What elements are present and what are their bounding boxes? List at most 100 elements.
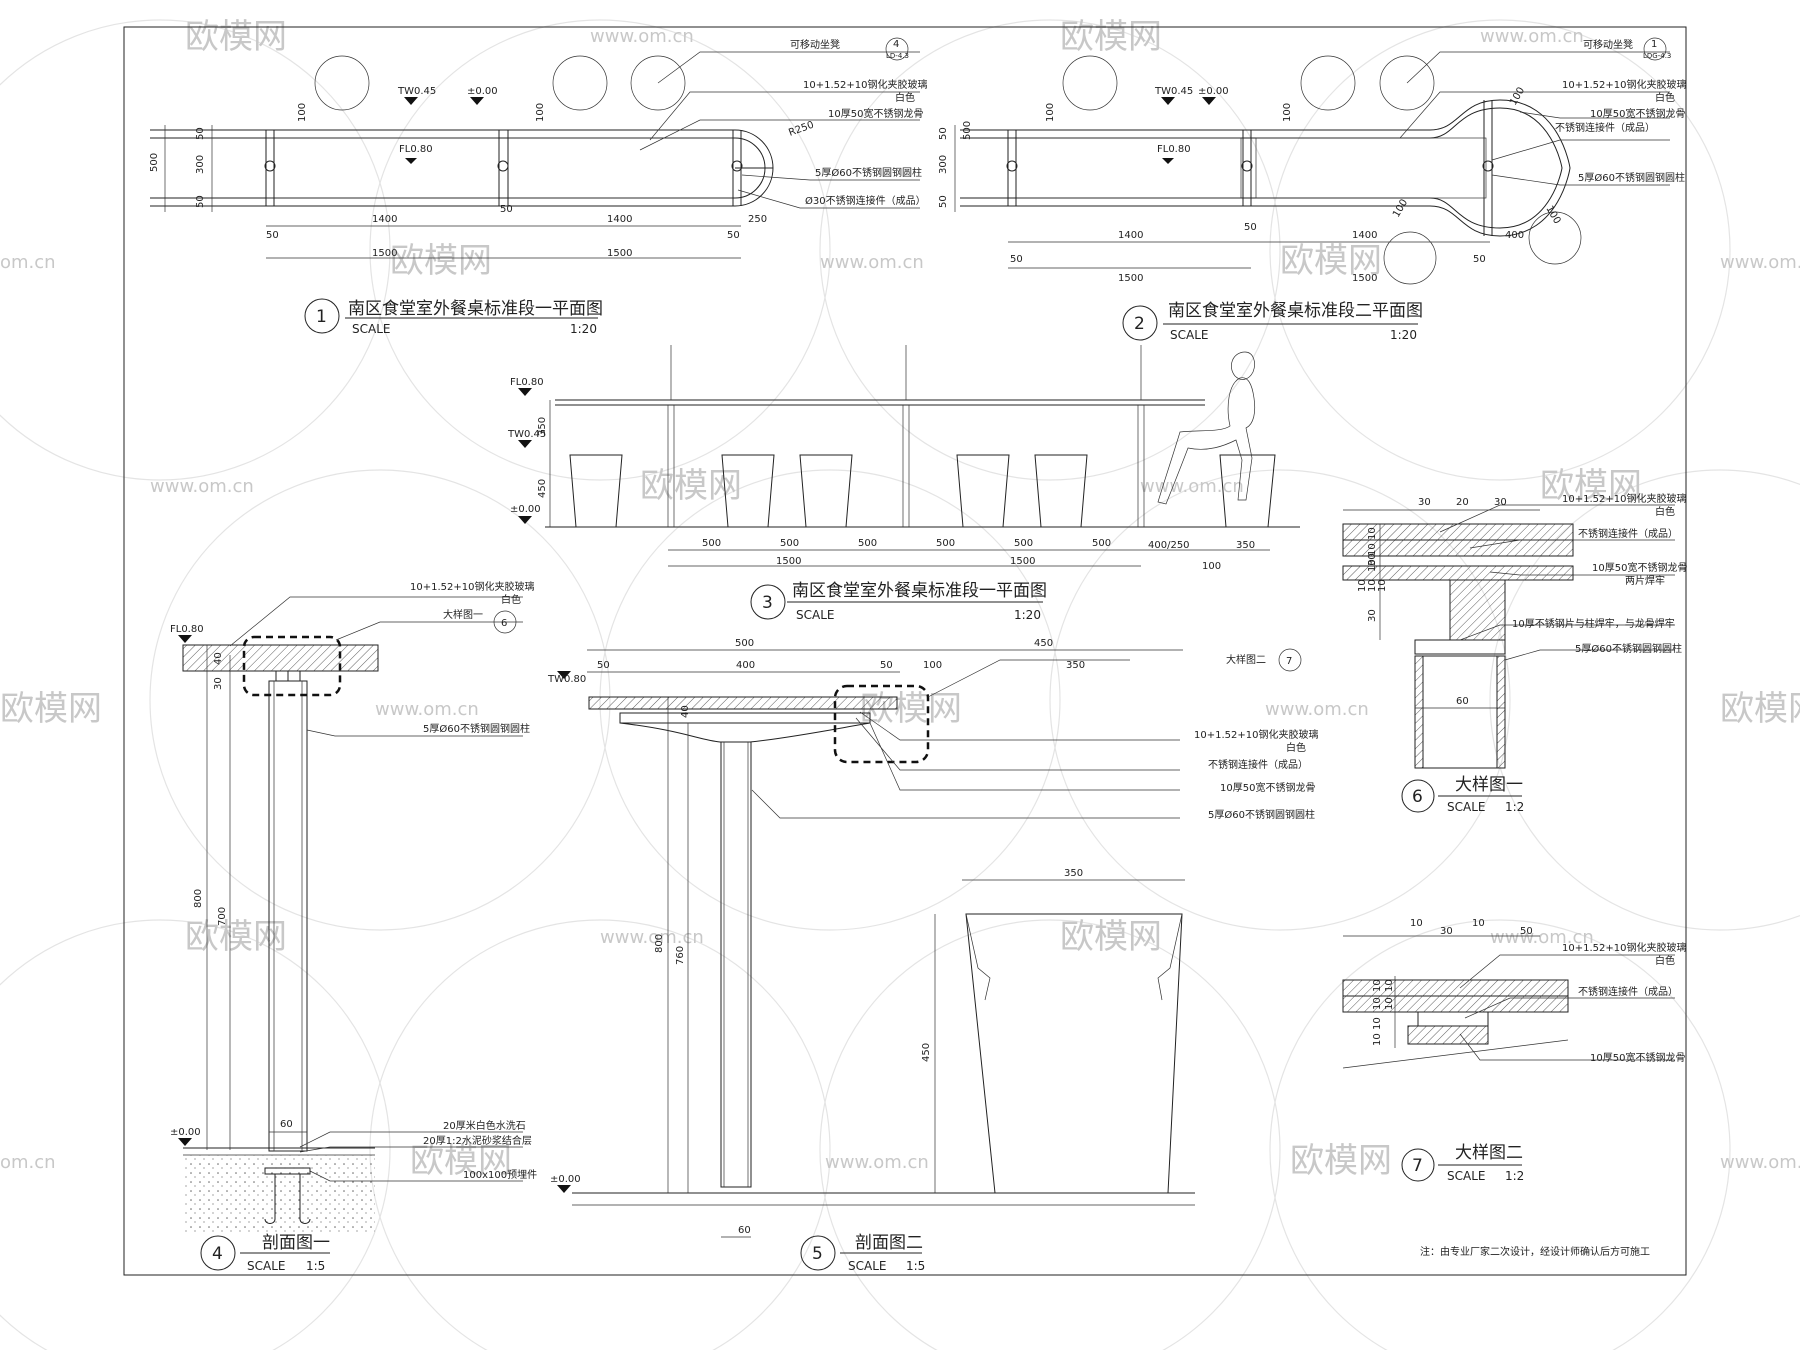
plan2-note-column: 5厚Ø60不锈钢圆钢圆柱 [1578, 171, 1685, 184]
dim-text: 50 [727, 230, 740, 241]
dim-text: 800 [193, 889, 204, 908]
watermark-brand: 欧模网 [390, 241, 492, 281]
dim-text: 500 [1014, 538, 1033, 549]
plan2-number: 2 [1134, 314, 1145, 334]
section5-note-column: 5厚Ø60不锈钢圆钢圆柱 [1208, 808, 1315, 821]
dim-text: 400 [736, 660, 755, 671]
detail6-drawing: 30 20 30 10 10 10 10 10 10 30 30 60 10+1… [1342, 492, 1687, 814]
watermark-site: om.cn [0, 252, 56, 273]
watermark-site: www.om.cn [1265, 699, 1369, 720]
dim-text: 100 [297, 103, 308, 122]
section4-drawing: FL0.80 ±0.00 40 30 800 700 60 10+1.52+10… [170, 580, 537, 1273]
plan2-scale-label: SCALE [1170, 328, 1208, 342]
dim-text: 100 [1045, 103, 1056, 122]
section4-note-glass: 10+1.52+10钢化夹胶玻璃 [410, 580, 534, 593]
dim-text: 10 [1367, 579, 1378, 592]
dim-text: 1400 [607, 214, 632, 225]
section4-level-zero: ±0.00 [170, 1127, 201, 1138]
dim-text: 250 [748, 214, 767, 225]
dim-text: 700 [217, 907, 228, 926]
dim-text: 10 [1357, 579, 1368, 592]
dim-text: 30 [1494, 497, 1507, 508]
dim-text: 1500 [607, 248, 632, 259]
plan2-scale: 1:20 [1390, 328, 1417, 342]
dim-text: 10 [1472, 918, 1485, 929]
detail6-note-connector: 不锈钢连接件（成品） [1578, 527, 1678, 540]
dim-text: 500 [149, 153, 160, 172]
section5-scale: 1:5 [906, 1259, 925, 1273]
section5-note-keel: 10厚50宽不锈钢龙骨 [1220, 781, 1315, 794]
dim-text: 100 [923, 660, 942, 671]
section5-title: 剖面图二 [855, 1233, 923, 1253]
detail7-note-glass: 10+1.52+10钢化夹胶玻璃 [1562, 941, 1686, 954]
section5-note-white: 白色 [1286, 741, 1306, 754]
dim-text: 450 [537, 479, 548, 498]
dim-text: 1500 [1010, 556, 1035, 567]
dim-text: 760 [675, 946, 686, 965]
detail6-note-white: 白色 [1655, 505, 1675, 518]
plan1-note-stool: 可移动坐凳 [790, 38, 840, 51]
watermark-brand: 欧模网 [0, 689, 102, 729]
watermark-brand: 欧模网 [1280, 241, 1382, 281]
ref-num: 1 [1651, 39, 1657, 50]
dim-text: 20 [1456, 497, 1469, 508]
watermark-site: www.om.cn [1720, 252, 1800, 273]
dim-text: 60 [738, 1225, 751, 1236]
plan2-note-glass: 10+1.52+10钢化夹胶玻璃 [1562, 78, 1686, 91]
dim-text: 10 [1367, 527, 1378, 540]
watermark-site: om.cn [0, 1152, 56, 1173]
human-figure [1157, 351, 1256, 505]
dim-text: 400/250 [1148, 540, 1190, 551]
dim-text: 1400 [372, 214, 397, 225]
detail6-note-keel: 10厚50宽不锈钢龙骨 [1592, 561, 1687, 574]
plan2-note-white: 白色 [1655, 91, 1675, 104]
ref-sheet: LD-4.3 [886, 52, 909, 60]
plan1-level-tw: TW0.45 [397, 86, 436, 97]
section5-note-glass: 10+1.52+10钢化夹胶玻璃 [1194, 728, 1318, 741]
dim-text: 40 [213, 652, 224, 665]
section5-note-connector: 不锈钢连接件（成品） [1208, 758, 1308, 771]
elev3-title: 南区食堂室外餐桌标准段一平面图 [792, 581, 1047, 601]
dim-text: 450 [1034, 638, 1053, 649]
dim-text: 50 [266, 230, 279, 241]
ref-num: 7 [1286, 656, 1292, 667]
dim-text: 350 [537, 417, 548, 436]
dim-text: 1400 [1118, 230, 1143, 241]
detail6-note-keel2: 两片焊牢 [1625, 574, 1665, 587]
dim-text: 30 [1367, 609, 1378, 622]
plan2-note-connector: 不锈钢连接件（成品） [1555, 121, 1655, 134]
dim-text: 100 [1282, 103, 1293, 122]
elev3-scale: 1:20 [1014, 608, 1041, 622]
detail7-scale-label: SCALE [1447, 1169, 1485, 1183]
plan2-note-stool: 可移动坐凳 [1583, 38, 1633, 51]
watermark-brand: 欧模网 [1540, 466, 1642, 506]
dim-text: 50 [880, 660, 893, 671]
detail7-title: 大样图二 [1455, 1143, 1523, 1163]
dim-text: 10 [1384, 997, 1395, 1010]
section4-note-white: 白色 [501, 593, 521, 606]
section4-level-fl: FL0.80 [170, 624, 204, 635]
elev3-number: 3 [762, 593, 773, 613]
dim-text: 50 [500, 204, 513, 215]
watermark-brand: 欧模网 [1060, 17, 1162, 57]
dim-text: 10 [1372, 1017, 1383, 1030]
section5-level-tw: TW0.80 [547, 674, 586, 685]
dim-text: 10 [1377, 579, 1388, 592]
ref-sheet: LDG-4.3 [1643, 52, 1671, 60]
dim-text: 50 [597, 660, 610, 671]
dim-text: 30 [1440, 926, 1453, 937]
dim-text: 100 [1391, 197, 1410, 219]
plan1-note-glass: 10+1.52+10钢化夹胶玻璃 [803, 78, 927, 91]
dim-text: 30 [1418, 497, 1431, 508]
watermark-site: www.om.cn [1140, 476, 1244, 497]
section4-number: 4 [212, 1244, 223, 1264]
elev3-level-tw: TW0.45 [507, 429, 546, 440]
watermark-brand: 欧模网 [185, 17, 287, 57]
dim-text: 10 [1372, 1033, 1383, 1046]
dim-text: 10 [1372, 979, 1383, 992]
plan1-title: 南区食堂室外餐桌标准段一平面图 [348, 299, 603, 319]
section5-level-zero: ±0.00 [550, 1174, 581, 1185]
plan2-note-keel: 10厚50宽不锈钢龙骨 [1590, 107, 1685, 120]
plan2-title: 南区食堂室外餐桌标准段二平面图 [1168, 301, 1423, 321]
